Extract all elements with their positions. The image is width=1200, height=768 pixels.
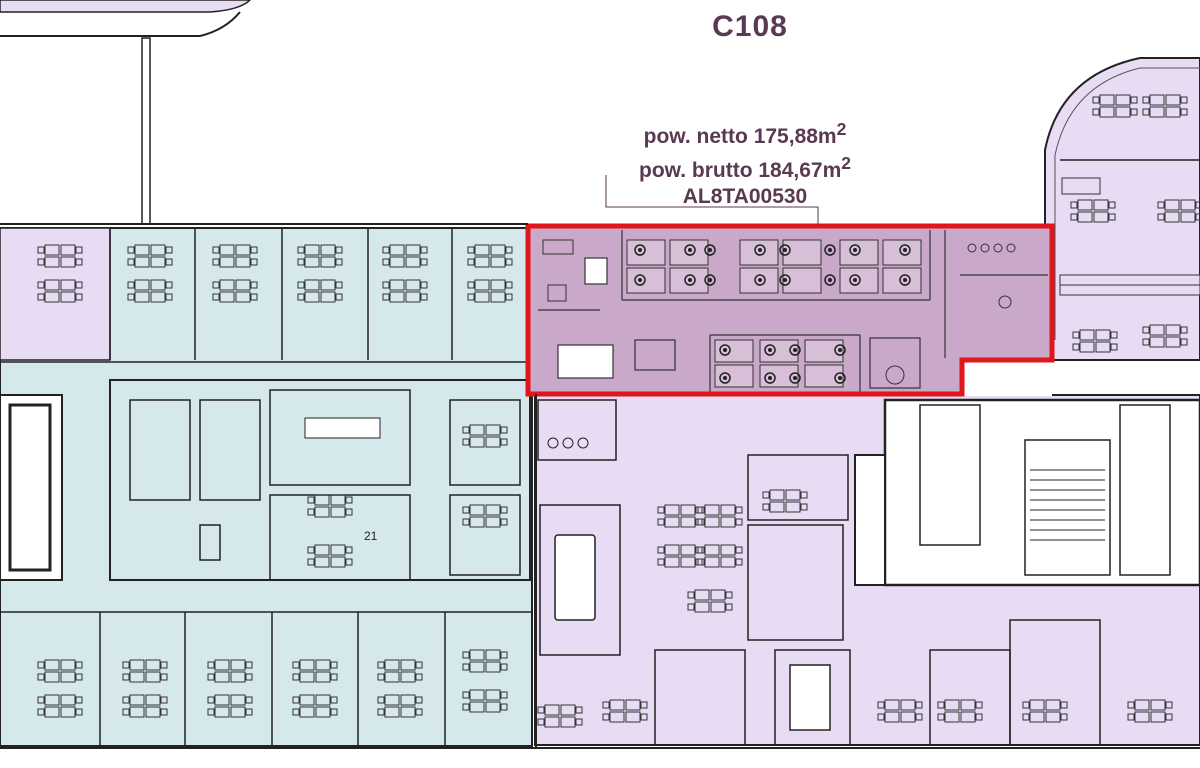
unit-code: AL8TA00530 xyxy=(682,185,808,208)
net-area: pow. netto 175,88m xyxy=(643,125,837,148)
net-area-unit-sup: 2 xyxy=(836,119,847,139)
gross-area-unit-sup: 2 xyxy=(841,153,851,173)
meeting-table xyxy=(557,344,614,379)
unit-title: C108 xyxy=(712,10,788,43)
room-number-label: 21 xyxy=(364,529,378,543)
unit-notch xyxy=(960,362,1052,396)
gross-area-line: pow. brutto 184,67m2 xyxy=(600,150,890,184)
unit-highlight-outline xyxy=(525,223,1055,397)
top-right-curved-unit xyxy=(1044,57,1200,361)
net-area-line: pow. netto 175,88m2 xyxy=(600,116,890,150)
gross-area: pow. brutto 184,67m xyxy=(639,159,842,182)
label-leader-line xyxy=(605,175,819,226)
unit-info: pow. netto 175,88m2 pow. brutto 184,67m2… xyxy=(600,116,890,210)
top-left-balcony xyxy=(0,0,252,13)
column-left xyxy=(141,37,151,225)
